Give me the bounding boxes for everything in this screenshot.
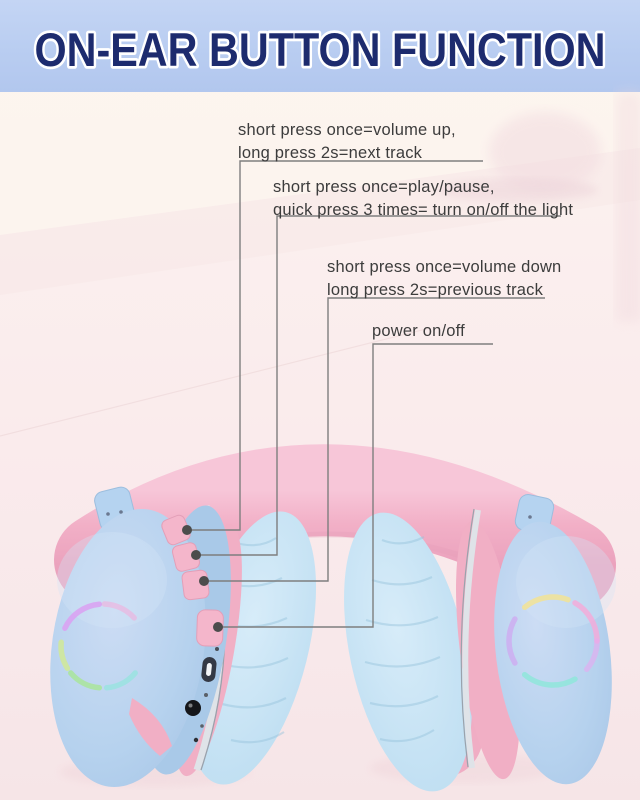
power-button — [196, 609, 224, 647]
screw-dot — [193, 737, 199, 743]
right-earcup — [344, 508, 616, 792]
table-edge-line — [0, 327, 431, 437]
annotation-line: power on/off — [372, 322, 465, 340]
left-hinge-screw-dot — [106, 512, 110, 516]
background-prop — [489, 112, 601, 192]
volume-down-button — [181, 569, 210, 601]
annotation-line: short press once=play/pause, — [273, 178, 495, 196]
annotation-volume-up: short press once=volume up, long press 2… — [238, 119, 456, 164]
annotation-volume-down: short press once=volume down long press … — [327, 256, 561, 301]
left-earcup-shell — [50, 508, 206, 788]
background-edge-shade — [616, 92, 640, 322]
right-hinge-screw-dot — [528, 515, 532, 519]
title-art: ON-EAR BUTTON FUNCTION — [32, 22, 608, 79]
aux-jack — [185, 700, 201, 716]
annotation-line: long press 2s=next track — [238, 143, 423, 162]
aux-jack-highlight — [188, 703, 193, 708]
right-earcup-shell — [494, 521, 612, 785]
annotation-line: short press once=volume down — [327, 258, 562, 276]
header-banner: ON-EAR BUTTON FUNCTION — [0, 0, 640, 92]
button-cluster — [161, 514, 224, 647]
annotation-line: quick press 3 times= turn on/off the lig… — [273, 200, 574, 219]
page-title: ON-EAR BUTTON FUNCTION — [34, 25, 605, 77]
left-shell-highlight — [57, 532, 167, 628]
annotation-line: short press once=volume up, — [238, 121, 456, 139]
led-indicator — [215, 647, 219, 651]
left-led-ring — [58, 601, 138, 691]
left-hinge-screw-dot — [119, 510, 123, 514]
usb-c-port — [201, 657, 217, 682]
annotation-power: power on/off — [372, 320, 465, 343]
right-led-ring — [506, 594, 600, 688]
mic-hole — [204, 693, 208, 697]
annotation-line: long press 2s=previous track — [327, 280, 544, 299]
left-earcup — [50, 505, 317, 788]
pin-hole — [200, 724, 204, 728]
left-pink-edge-sliver — [129, 698, 172, 756]
right-shell-highlight — [516, 536, 616, 628]
annotation-play-pause: short press once=play/pause, quick press… — [273, 176, 573, 221]
